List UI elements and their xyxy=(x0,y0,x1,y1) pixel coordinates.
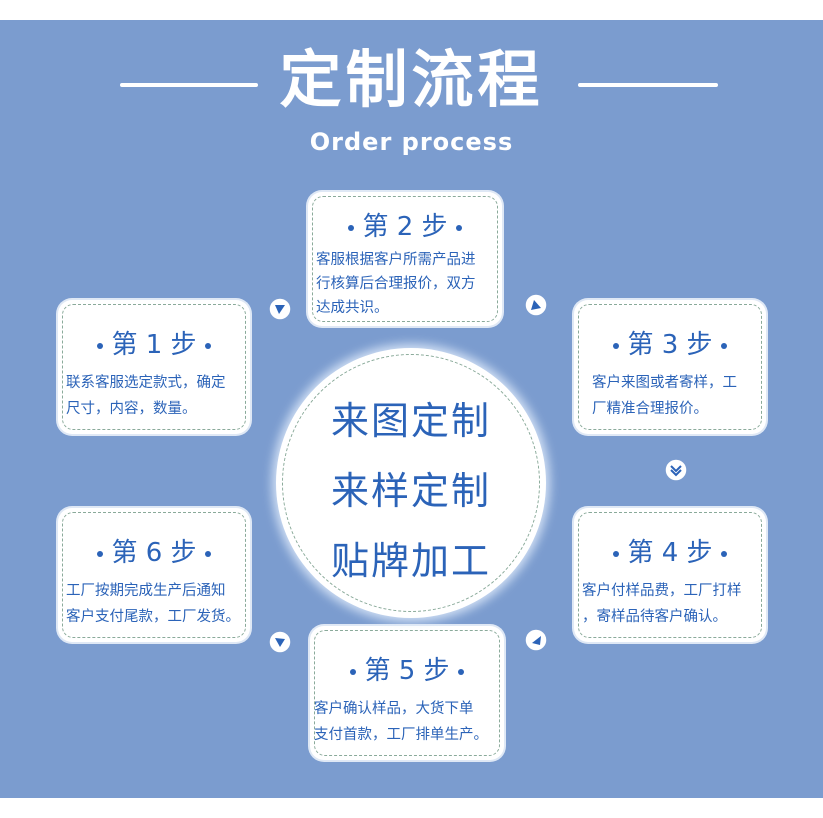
center-line: 贴牌加工 xyxy=(330,539,491,583)
center-circle: 来图定制 来样定制 贴牌加工 xyxy=(276,348,546,618)
step-desc-line: 客户付样品费，工厂打样 xyxy=(582,583,742,599)
step-card-5: 第 5 步 客户确认样品，大货下单 支付首款，工厂排单生产。 xyxy=(310,626,504,760)
step-desc-line: 客户确认样品，大货下单 xyxy=(314,701,474,717)
direction-arrow-icon xyxy=(524,628,548,652)
step-title: 第 3 步 xyxy=(574,324,766,361)
step-desc-line: 联系客服选定款式，确定 xyxy=(66,375,226,391)
step-desc-line: 尺寸，内容，数量。 xyxy=(66,401,197,417)
step-card-4: 第 4 步 客户付样品费，工厂打样 ，寄样品待客户确认。 xyxy=(574,508,766,642)
step-card-6: 第 6 步 工厂按期完成生产后通知 客户支付尾款，工厂发货。 xyxy=(58,508,250,642)
direction-arrow-icon xyxy=(268,297,292,321)
step-desc-line: 支付首款，工厂排单生产。 xyxy=(314,727,488,743)
step-title: 第 6 步 xyxy=(58,532,250,569)
step-description: 客户确认样品，大货下单 支付首款，工厂排单生产。 xyxy=(314,696,498,748)
direction-arrow-icon xyxy=(524,293,548,317)
process-panel: 定制流程 Order process 第 2 步 客服根据客户所需产品进 行核算… xyxy=(0,20,823,798)
title-line-right xyxy=(578,83,718,87)
direction-arrow-icon xyxy=(268,630,292,654)
step-description: 客户来图或者寄样，工 厂精准合理报价。 xyxy=(592,370,760,422)
step-desc-line: 达成共识。 xyxy=(316,300,389,316)
center-line: 来图定制 xyxy=(330,399,491,443)
step-description: 客服根据客户所需产品进 行核算后合理报价，双方 达成共识。 xyxy=(316,248,496,320)
step-desc-line: 客服根据客户所需产品进 xyxy=(316,252,476,268)
step-card-3: 第 3 步 客户来图或者寄样，工 厂精准合理报价。 xyxy=(574,300,766,434)
step-card-2: 第 2 步 客服根据客户所需产品进 行核算后合理报价，双方 达成共识。 xyxy=(308,192,502,326)
step-desc-line: 厂精准合理报价。 xyxy=(592,401,708,417)
step-desc-line: ，寄样品待客户确认。 xyxy=(582,609,727,625)
step-desc-line: 工厂按期完成生产后通知 xyxy=(66,583,226,599)
step-title: 第 2 步 xyxy=(308,206,502,243)
page-subtitle: Order process xyxy=(309,128,514,156)
center-line: 来样定制 xyxy=(330,469,491,513)
step-card-1: 第 1 步 联系客服选定款式，确定 尺寸，内容，数量。 xyxy=(58,300,250,434)
step-title: 第 4 步 xyxy=(574,532,766,569)
title-line-left xyxy=(120,83,258,87)
step-desc-line: 客户支付尾款，工厂发货。 xyxy=(66,609,240,625)
step-desc-line: 客户来图或者寄样，工 xyxy=(592,375,737,391)
step-description: 工厂按期完成生产后通知 客户支付尾款，工厂发货。 xyxy=(66,578,244,630)
page-title: 定制流程 xyxy=(279,43,544,116)
step-title: 第 1 步 xyxy=(58,324,250,361)
direction-arrow-icon xyxy=(664,458,688,482)
step-title: 第 5 步 xyxy=(310,650,504,687)
step-description: 客户付样品费，工厂打样 ，寄样品待客户确认。 xyxy=(582,578,760,630)
step-description: 联系客服选定款式，确定 尺寸，内容，数量。 xyxy=(66,370,244,422)
step-desc-line: 行核算后合理报价，双方 xyxy=(316,276,476,292)
